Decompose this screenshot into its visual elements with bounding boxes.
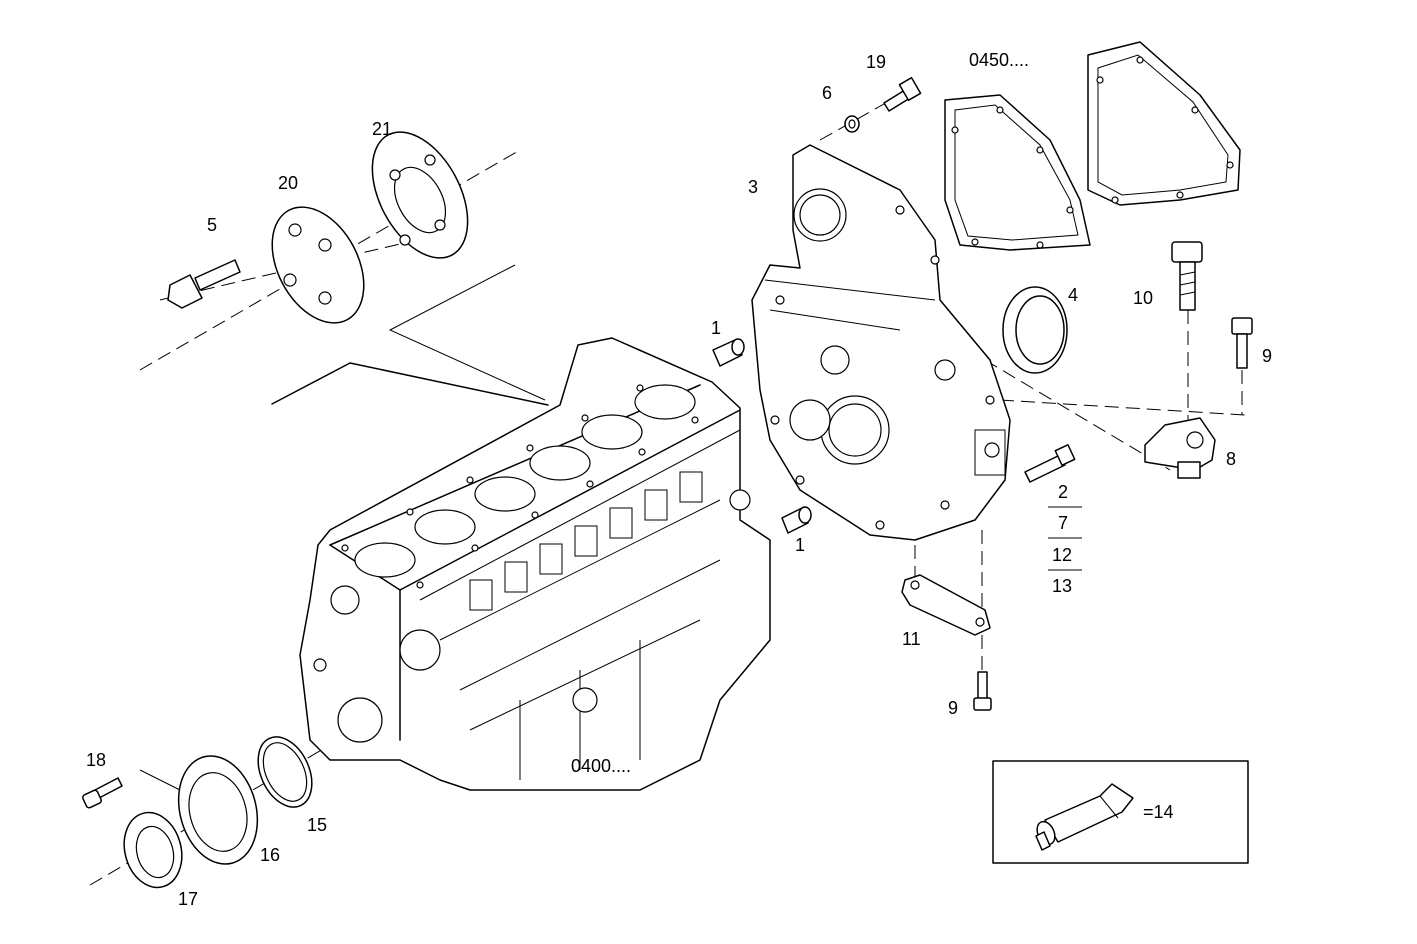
engine-block: [299, 337, 771, 791]
flywheel-housing: [751, 144, 1011, 541]
label-part-9-right: 9: [1262, 346, 1272, 366]
label-part-15: 15: [307, 815, 327, 835]
leader-lines: [139, 264, 549, 791]
sealant-legend: =14: [992, 760, 1249, 864]
bolt-9-right: [1231, 317, 1253, 369]
plate-20: [271, 206, 365, 324]
bolt-9-lower: [973, 671, 992, 711]
label-part-4: 4: [1068, 285, 1078, 305]
part-labels: 1 1 3 4 5 6 8 9 9 10 11 15 16 17 18 19 2…: [86, 50, 1272, 909]
label-part-17: 17: [178, 889, 198, 909]
label-part-6: 6: [822, 83, 832, 103]
flange-21: [371, 131, 469, 259]
label-part-1-upper: 1: [711, 318, 721, 338]
o-ring-15: [257, 736, 313, 808]
screw-2: [1024, 444, 1076, 483]
label-part-13: 13: [1052, 576, 1072, 596]
label-part-5: 5: [207, 215, 217, 235]
label-part-8: 8: [1226, 449, 1236, 469]
label-part-7: 7: [1058, 513, 1068, 533]
label-part-20: 20: [278, 173, 298, 193]
label-part-9-lower: 9: [948, 698, 958, 718]
cover-gasket: [944, 41, 1241, 251]
label-part-16: 16: [260, 845, 280, 865]
cover-16: [177, 755, 259, 865]
screw-18: [82, 777, 123, 809]
label-part-18: 18: [86, 750, 106, 770]
label-part-21: 21: [372, 119, 392, 139]
seal-17: [123, 811, 183, 889]
gasket-bolt-holes: [951, 56, 1234, 249]
label-part-19: 19: [866, 52, 886, 72]
label-part-10: 10: [1133, 288, 1153, 308]
bolt-5: [167, 259, 241, 309]
dowel-bushing-lower: [781, 506, 812, 534]
label-part-3: 3: [748, 177, 758, 197]
sealant-tube-icon: [1035, 783, 1134, 851]
head-bolt-holes: [341, 384, 699, 589]
screw-19: [883, 76, 922, 112]
label-part-11: 11: [902, 629, 921, 649]
dowel-bushing-upper: [712, 338, 745, 367]
bracket-8: [1144, 417, 1216, 479]
cover-plate-11: [901, 574, 991, 636]
label-part-12: 12: [1052, 545, 1072, 565]
label-part-2: 2: [1058, 482, 1068, 502]
oil-seal-4: [1002, 286, 1068, 374]
label-part-1-lower: 1: [795, 535, 805, 555]
label-cover-gasket-code: 0450....: [969, 50, 1029, 70]
sealant-legend-label: =14: [1143, 802, 1174, 822]
label-engine-block-code: 0400....: [571, 756, 631, 776]
washer-6: [844, 115, 860, 133]
bolt-10: [1171, 241, 1203, 311]
